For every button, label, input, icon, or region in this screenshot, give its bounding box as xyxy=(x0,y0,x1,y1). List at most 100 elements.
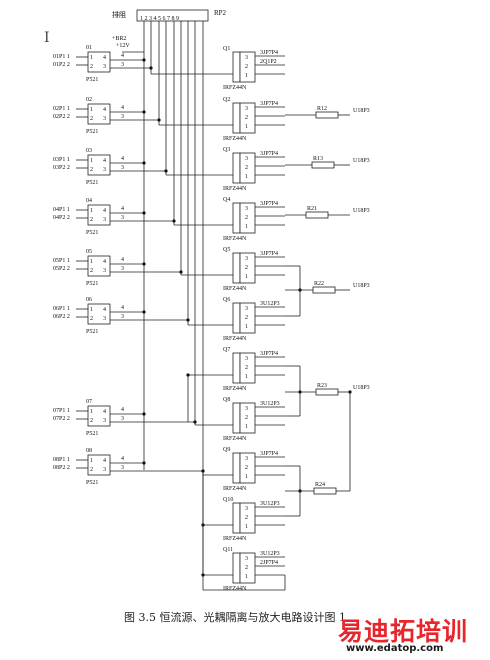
opto-pin: 4 xyxy=(103,458,106,464)
mosfet-pin2-net: 2Q1P2 xyxy=(260,59,277,65)
watermark-logo: 易迪拓培训 www.edatop.com xyxy=(338,612,486,656)
opto-out-pin: 4 xyxy=(121,53,124,59)
opto-pin: 1 xyxy=(90,409,93,415)
resistor-ref: R23 xyxy=(317,383,327,389)
mosfet-pin: 2 xyxy=(245,265,248,271)
resistor: R23 U18P3 xyxy=(285,383,370,396)
mosfet-pin: 3 xyxy=(245,356,248,362)
opto-pin: 2 xyxy=(90,316,93,322)
mosfet-part: IRFZ44N xyxy=(223,586,247,592)
mosfet-pin: 1 xyxy=(245,324,248,330)
supply-12v: +12V xyxy=(116,43,130,49)
mosfet-conn: 3U12P3 xyxy=(260,551,280,557)
mosfet-part: IRFZ44N xyxy=(223,436,247,442)
opto-pin: 1 xyxy=(90,107,93,113)
resistor-ref: R13 xyxy=(313,156,323,162)
mosfet-conn: 3U12P3 xyxy=(260,301,280,307)
opto-out-pin: 3 xyxy=(121,266,124,272)
mosfet-conn: 3JP7P4 xyxy=(260,151,278,157)
mosfet-body xyxy=(239,552,256,584)
mosfet-conn: 3JP7P4 xyxy=(260,50,278,56)
mosfet-pin: 1 xyxy=(245,274,248,280)
mosfet-ref: Q5 xyxy=(223,247,230,253)
mosfet-ref: Q8 xyxy=(223,397,230,403)
mosfet-pin: 1 xyxy=(245,124,248,130)
optocoupler-input-1: 01P1 1 xyxy=(53,54,70,60)
opto-out-pin: 4 xyxy=(121,156,124,162)
mosfet-ref: Q4 xyxy=(223,197,230,203)
opto-pin: 2 xyxy=(90,64,93,70)
optocoupler-part: P521 xyxy=(86,480,98,486)
mosfet-pin: 3 xyxy=(245,306,248,312)
mosfet-ref: Q2 xyxy=(223,97,230,103)
supply-br2: +BR2 xyxy=(112,36,126,42)
optocoupler-ref: 06 xyxy=(86,297,92,303)
optocoupler-input-1: 07P1 1 xyxy=(53,408,70,414)
resistor-ref: R24 xyxy=(315,482,325,488)
mosfet-body xyxy=(239,452,256,484)
opto-out-pin: 4 xyxy=(121,257,124,263)
mosfet-tab xyxy=(232,202,241,234)
opto-pin: 1 xyxy=(90,208,93,214)
mosfet-pin: 2 xyxy=(245,215,248,221)
optocoupler-body xyxy=(87,51,111,73)
resistor-net: U18P3 xyxy=(353,385,370,391)
optocoupler-input-2: 04P2 2 xyxy=(53,215,70,221)
junction-dot xyxy=(193,420,197,424)
optocoupler-input-1: 02P1 1 xyxy=(53,106,70,112)
mosfet-part: IRFZ44N xyxy=(223,486,247,492)
opto-pin: 2 xyxy=(90,467,93,473)
opto-out-pin: 4 xyxy=(121,305,124,311)
junction-dot xyxy=(142,161,146,165)
opto-pin: 1 xyxy=(90,259,93,265)
optocoupler-body xyxy=(87,204,111,226)
optocoupler-input-1: 04P1 1 xyxy=(53,207,70,213)
mosfet-conn: 3JP7P4 xyxy=(260,101,278,107)
opto-pin: 3 xyxy=(103,418,106,424)
optocoupler-body xyxy=(87,103,111,125)
junction-dot xyxy=(142,412,146,416)
mosfet-body xyxy=(239,152,256,184)
optocoupler-input-1: 06P1 1 xyxy=(53,306,70,312)
opto-out-pin: 3 xyxy=(121,416,124,422)
optocoupler-part: P521 xyxy=(86,230,98,236)
opto-out-pin: 4 xyxy=(121,456,124,462)
mosfet-pin: 1 xyxy=(245,73,248,79)
opto-out-pin: 4 xyxy=(121,105,124,111)
opto-out-pin: 4 xyxy=(121,407,124,413)
mosfet-tab xyxy=(232,552,241,584)
opto-pin: 4 xyxy=(103,307,106,313)
mosfet-pin: 3 xyxy=(245,406,248,412)
junction-dot xyxy=(142,110,146,114)
opto-pin: 3 xyxy=(103,316,106,322)
mosfet-pin: 3 xyxy=(245,456,248,462)
mosfet-part: IRFZ44N xyxy=(223,186,247,192)
mosfet-part: IRFZ44N xyxy=(223,85,247,91)
opto-pin: 1 xyxy=(90,307,93,313)
mosfet-pin: 3 xyxy=(245,206,248,212)
optocoupler-input-2: 07P2 2 xyxy=(53,416,70,422)
opto-pin: 3 xyxy=(103,268,106,274)
opto-pin: 2 xyxy=(90,217,93,223)
optocoupler-ref: 05 xyxy=(86,249,92,255)
optocoupler-ref: 04 xyxy=(86,198,92,204)
mosfet-part: IRFZ44N xyxy=(223,336,247,342)
resistor-body xyxy=(315,388,339,396)
mosfet-pin: 2 xyxy=(245,565,248,571)
junction-dot xyxy=(142,310,146,314)
resistor-ref: R22 xyxy=(314,281,324,287)
mosfet-body xyxy=(239,402,256,434)
resistor-network-pins: 1 2 3 4 5 6 7 8 9 xyxy=(140,16,179,22)
opto-pin: 4 xyxy=(103,208,106,214)
mosfet-conn: 3JP7P4 xyxy=(260,351,278,357)
optocoupler-ref: 07 xyxy=(86,399,92,405)
mosfet-pin: 1 xyxy=(245,374,248,380)
